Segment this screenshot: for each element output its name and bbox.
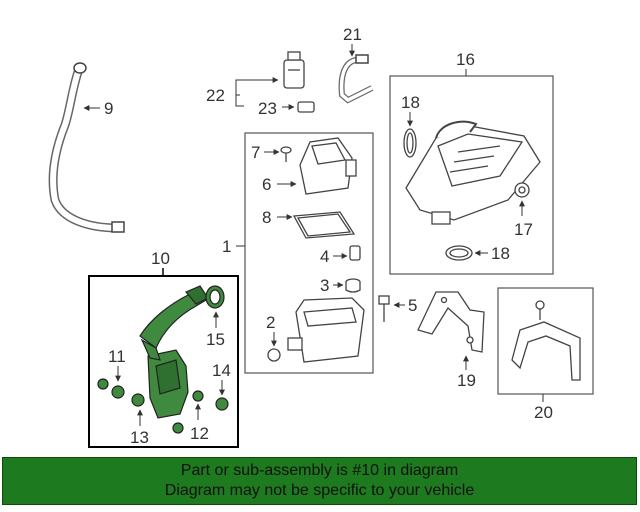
callout-18-lower: 18: [491, 244, 510, 263]
assembly-20-box: [497, 287, 594, 395]
callout-22: 22: [206, 86, 225, 105]
part-17-grommet[interactable]: [514, 182, 530, 198]
callout-13: 13: [130, 428, 149, 447]
part-14-pushpin[interactable]: [215, 397, 229, 411]
callout-4: 4: [320, 247, 329, 266]
part-15-seal[interactable]: [205, 285, 225, 309]
part-2-lower-housing[interactable]: [267, 297, 365, 363]
callout-19: 19: [457, 371, 476, 390]
leader-22: [235, 77, 279, 96]
banner-line-2: Diagram may not be specific to your vehi…: [164, 482, 475, 499]
part-13-pushpin[interactable]: [131, 393, 145, 407]
callout-7: 7: [251, 143, 260, 162]
callout-8: 8: [262, 208, 271, 227]
callout-12: 12: [190, 424, 209, 443]
part-10-intake-duct[interactable]: [139, 285, 209, 419]
callout-11: 11: [108, 347, 126, 366]
callout-21: 21: [343, 25, 362, 44]
callout-6: 6: [262, 175, 271, 194]
part-3-insulator[interactable]: [345, 278, 361, 293]
callout-20: 20: [534, 403, 553, 422]
callout-17: 17: [514, 220, 533, 239]
part-9-hose[interactable]: [48, 62, 125, 233]
callout-3: 3: [320, 276, 329, 295]
part-4-grommet[interactable]: [349, 245, 361, 261]
info-banner: Part or sub-assembly is #10 in diagram D…: [2, 457, 637, 505]
part-5-bolt[interactable]: [378, 295, 390, 322]
callout-16: 16: [456, 50, 475, 69]
assembly-1-box: [244, 132, 374, 374]
callout-15: 15: [206, 330, 225, 349]
callout-2: 2: [266, 313, 275, 332]
part-18-clamp-upper[interactable]: [403, 128, 417, 158]
callout-10: 10: [151, 249, 170, 268]
banner-line-1: Part or sub-assembly is #10 in diagram: [180, 462, 459, 479]
callout-23: 23: [258, 99, 277, 118]
part-18-clamp-lower[interactable]: [445, 245, 473, 261]
part-11-pushpin[interactable]: [97, 378, 125, 399]
part-20-bracket[interactable]: [511, 300, 581, 381]
part-12-pushpin[interactable]: [172, 390, 204, 434]
part-21-hose[interactable]: [338, 54, 374, 104]
part-16-resonator[interactable]: [405, 120, 541, 225]
part-6-cover[interactable]: [299, 137, 357, 195]
part-7-screw[interactable]: [280, 146, 292, 162]
callout-5: 5: [408, 296, 417, 315]
part-22-sensor[interactable]: [283, 51, 305, 89]
part-23-clip[interactable]: [297, 101, 315, 113]
callout-18-upper: 18: [401, 93, 420, 112]
assembly-16-box: [389, 75, 554, 275]
leader-22b: [235, 95, 244, 107]
callout-9: 9: [104, 99, 113, 118]
callout-14: 14: [212, 361, 231, 380]
part-19-bracket[interactable]: [417, 291, 485, 353]
part-8-filter[interactable]: [292, 211, 356, 239]
callout-1: 1: [222, 237, 231, 256]
